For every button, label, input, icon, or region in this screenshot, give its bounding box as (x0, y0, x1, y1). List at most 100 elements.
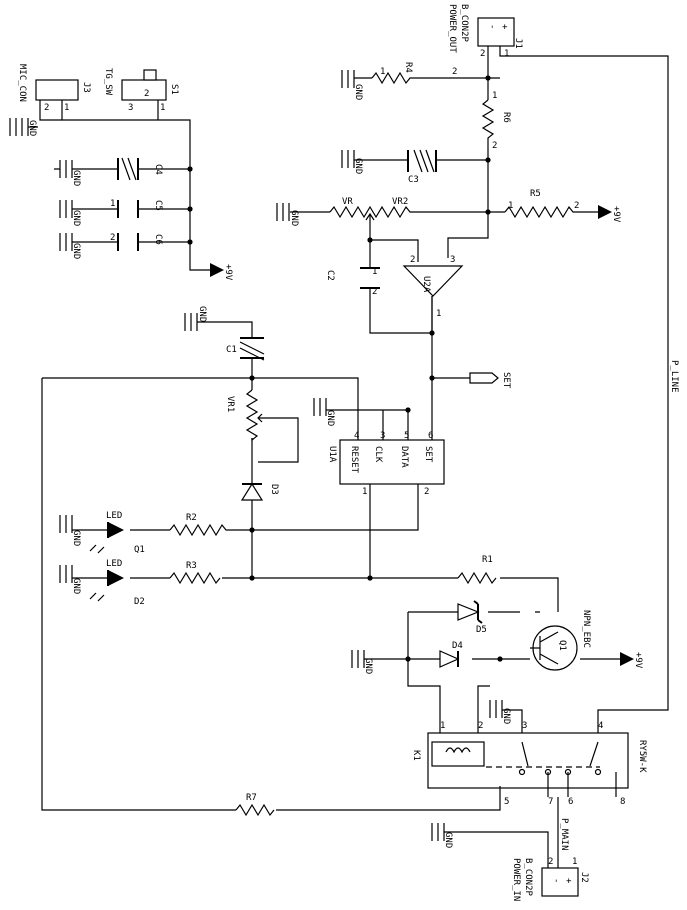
u1a-clk: CLK (373, 446, 383, 463)
pin-j1-2: 2 (480, 49, 485, 59)
c1-label: C1 (226, 345, 237, 355)
vr1-zigzag (245, 389, 259, 442)
pin-j2-1: 1 (572, 857, 577, 867)
r2-zigzag (169, 523, 236, 537)
r5-zigzag (504, 205, 580, 219)
pin-r4-2: 2 (452, 67, 457, 77)
k1-pin4: 4 (598, 721, 603, 731)
set-flag (469, 372, 499, 384)
c6-plates (117, 233, 139, 251)
c3-plates (407, 150, 437, 172)
pin-j3-2: 2 (44, 103, 49, 113)
component-shapes (35, 17, 634, 897)
r6-label: R6 (501, 112, 511, 123)
pin-j1-1: 1 (504, 49, 509, 59)
c4-plates (117, 158, 139, 180)
gnd-label-14: GND (443, 832, 453, 848)
k1-pin6: 6 (568, 797, 573, 807)
j3-name: MIC_CON (17, 64, 27, 102)
u1a-body (339, 439, 445, 485)
d5-triangle (457, 603, 480, 621)
pin-j2-2: 2 (548, 857, 553, 867)
u1a-data: DATA (399, 446, 409, 468)
d3-label: D3 (269, 484, 279, 495)
gnd-label-8: GND (197, 306, 207, 322)
led1-label: LED (106, 511, 122, 521)
k1-pin7: 7 (548, 797, 553, 807)
s1-name: TG_SW (103, 68, 113, 96)
k1-pin2: 2 (478, 721, 483, 731)
u2a-pin1: 1 (436, 309, 441, 319)
pin-c2-1: 1 (372, 267, 377, 277)
j1-minus: - (487, 24, 497, 29)
r6-zigzag (481, 99, 495, 142)
led2-triangle (108, 570, 124, 586)
j2-ref: J2 (579, 872, 589, 883)
r4-zigzag (371, 71, 464, 85)
vr1-label: VR1 (225, 396, 235, 412)
gnd-label-11: GND (71, 578, 81, 594)
pin-c5-1: 1 (110, 199, 115, 209)
u1a-pin1: 1 (362, 487, 367, 497)
c2-plates (360, 267, 380, 289)
supply-label-2: +9V (223, 264, 233, 281)
r4-label: R4 (403, 62, 413, 73)
gnd-label-13: GND (501, 708, 511, 724)
u1a-label: U1A (327, 446, 337, 463)
gnd-label-4: GND (71, 243, 81, 259)
ground-symbols (9, 70, 503, 841)
j2-type: B_CON2P (523, 858, 533, 897)
u2a-triangle (402, 265, 464, 297)
j1-type: B_CON2P (459, 4, 469, 43)
j1-name: POWER_OUT (447, 4, 457, 53)
gnd-label-7: GND (289, 210, 299, 226)
junction-dots (187, 75, 503, 662)
gnd-label-5: GND (353, 84, 363, 100)
d4-label: D4 (452, 641, 463, 651)
c6-label: C6 (153, 234, 163, 245)
set-net-label: SET (501, 372, 511, 389)
gnd-label-3: GND (71, 210, 81, 226)
pin-c6-2: 2 (110, 233, 115, 243)
c5-label: C5 (153, 200, 163, 211)
d4-triangle (439, 650, 460, 668)
pin-r6-2: 2 (492, 141, 497, 151)
vr2-zigzag (329, 205, 412, 219)
j1-plus: + (499, 24, 509, 30)
gnd-label-10: GND (71, 530, 81, 546)
k1-pin8: 8 (620, 797, 625, 807)
gnd-label-6: GND (353, 158, 363, 174)
pin-r5-2: 2 (574, 201, 579, 211)
u1a-pin5: 5 (404, 431, 409, 441)
d3-triangle (240, 482, 264, 501)
r3-zigzag (169, 571, 221, 585)
s1-ref: S1 (169, 84, 179, 95)
c3-label: C3 (408, 175, 419, 185)
u1a-pin3: 3 (380, 431, 385, 441)
u1a-set: SET (423, 446, 433, 463)
pin-j3-1: 1 (64, 103, 69, 113)
u1a-pin6: 6 (428, 431, 433, 441)
pin-r6-1: 1 (492, 91, 497, 101)
pin-c2-2: 2 (372, 287, 377, 297)
labels: J1 B_CON2P POWER_OUT + - J2 B_CON2P POWE… (17, 4, 679, 901)
u1a-pin2: 2 (424, 487, 429, 497)
k1-pin3: 3 (522, 721, 527, 731)
supply-label-1: +9V (611, 206, 621, 223)
p-line-label: P_LINE (669, 360, 679, 393)
u2a-label: U2A (421, 276, 431, 293)
gnd-label-12: GND (363, 658, 373, 674)
r7-zigzag (235, 803, 275, 817)
d5-label: D5 (476, 625, 487, 635)
pin-r4-1: 1 (380, 67, 385, 77)
j2-name: POWER_IN (511, 858, 521, 901)
led2-label: LED (106, 559, 122, 569)
r7-label: R7 (246, 793, 257, 803)
j2-minus: - (551, 878, 561, 883)
k1-pin5: 5 (504, 797, 509, 807)
q1-transistor-ref: Q1 (557, 640, 567, 651)
u1a-reset: RESET (349, 446, 359, 474)
c4-label: C4 (153, 164, 163, 175)
gnd-label-9: GND (325, 410, 335, 426)
